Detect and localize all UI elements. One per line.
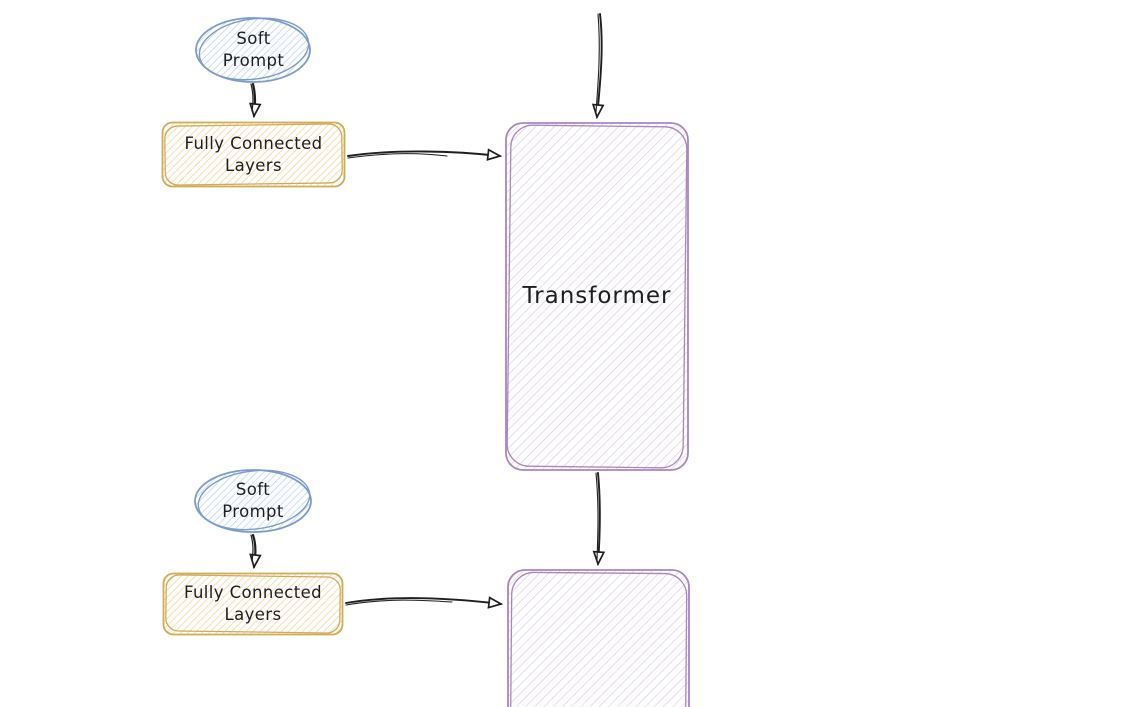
arrow-transformer-to-bottom [596,472,600,564]
transformer-box [505,122,689,471]
input-arrow-top [596,13,602,117]
soft-prompt-ellipse-top [195,17,311,83]
soft-prompt-ellipse-bottom [194,469,312,533]
arrow-softprompt-to-fc-bottom [251,533,255,567]
transformer-bottom-box [507,569,690,707]
arrow-fc-to-transformer-bottom [345,598,501,605]
arrow-fc-to-transformer-top [347,151,500,158]
fully-connected-box-top [161,121,346,188]
arrow-softprompt-to-fc-top [251,82,255,116]
fully-connected-box-bottom [162,572,344,636]
